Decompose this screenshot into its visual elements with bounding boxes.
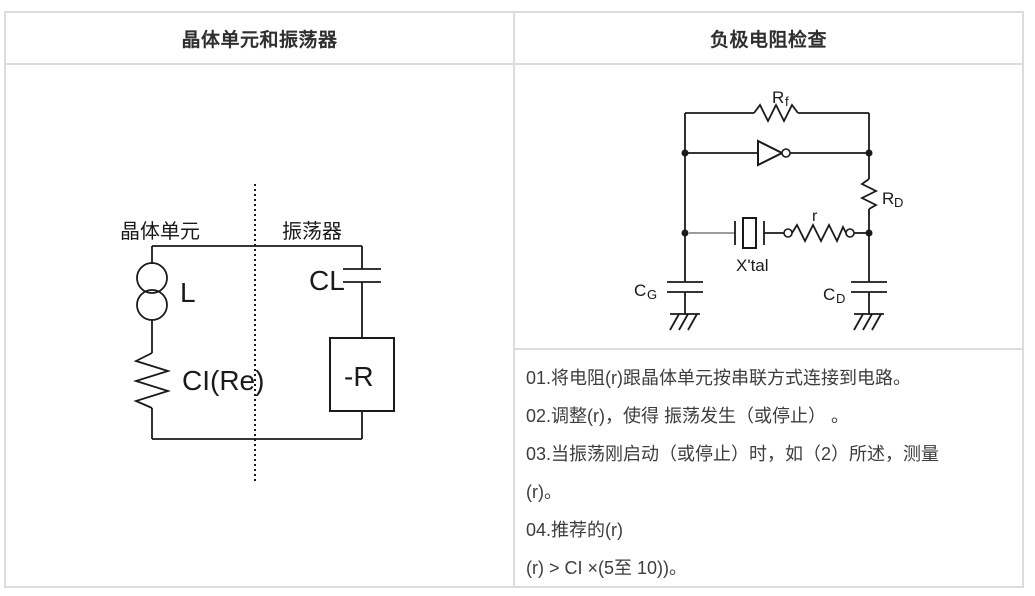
xtal-body — [742, 217, 757, 249]
rf-label-subscript: f — [785, 94, 789, 109]
label-oscillator: 振荡器 — [282, 220, 342, 243]
procedure-step-3-continued: (r)。 — [526, 482, 562, 502]
cg-ground-hatch-2 — [678, 313, 689, 331]
header-title-right: 负极电阻检查 — [709, 29, 827, 51]
procedure-step-2: 02.调整(r)，使得 振荡发生（或停止） 。 — [526, 406, 850, 426]
resistor-zigzag-ci-re — [132, 352, 172, 409]
r-terminal-right — [845, 228, 855, 238]
cd-label: C — [823, 285, 835, 304]
junction-dot-top-right — [865, 149, 873, 157]
rf-resistor-zigzag — [753, 102, 799, 124]
r-terminal-left — [783, 228, 793, 238]
header-cell-negative-resistance: 负极电阻检查 — [513, 13, 1022, 65]
inductor-label: L — [180, 277, 196, 308]
procedure-step-3: 03.当振荡刚启动（或停止）时，如（2）所述，测量 — [526, 444, 940, 464]
procedure-step-4: 04.推荐的(r) — [526, 520, 624, 540]
negative-resistance-diagram-cell: R f R D — [513, 65, 1022, 350]
cg-label: C — [634, 281, 646, 300]
cd-ground-hatch-1 — [853, 313, 864, 331]
rd-resistor-zigzag — [859, 178, 879, 210]
negative-resistance-label: -R — [344, 361, 374, 392]
r-resistor-zigzag — [791, 222, 847, 244]
inductor-coil-loop-1 — [136, 262, 168, 294]
cg-ground-hatch-3 — [687, 313, 698, 331]
inverter-output-bubble — [781, 148, 791, 158]
header-title-left: 晶体单元和振荡器 — [181, 29, 338, 51]
rd-label-subscript: D — [894, 195, 903, 210]
inductor-coil-loop-2 — [136, 289, 168, 321]
xtal-label: X'tal — [736, 256, 769, 275]
crystal-oscillator-circuit-diagram: 晶体单元 振荡器 L CI(Re) CL -R — [120, 184, 395, 484]
junction-dot-mid-right — [865, 229, 873, 237]
procedure-step-1: 01.将电阻(r)跟晶体单元按串联方式连接到电路。 — [526, 368, 912, 388]
rd-label: R — [882, 189, 894, 208]
junction-dot-top-left — [681, 149, 689, 157]
r-label: r — [812, 208, 818, 225]
cd-label-subscript: D — [836, 291, 845, 306]
spec-table: 晶体单元和振荡器 负极电阻检查 晶体单元 振荡器 L CI(Re) — [4, 11, 1024, 588]
cd-ground-hatch-3 — [871, 313, 882, 331]
negative-resistance-circuit-diagram: R f R D — [634, 88, 903, 331]
header-cell-crystal-oscillator: 晶体单元和振荡器 — [6, 13, 513, 65]
resistor-label: CI(Re) — [182, 365, 264, 396]
rf-label: R — [772, 88, 784, 107]
procedure-formula: (r) > CI ×(5至 10))。 — [526, 558, 688, 578]
label-crystal-unit: 晶体单元 — [120, 220, 200, 243]
cg-ground-hatch-1 — [669, 313, 680, 331]
cd-ground-hatch-2 — [862, 313, 873, 331]
cg-label-subscript: G — [647, 287, 657, 302]
procedure-text-cell: 01.将电阻(r)跟晶体单元按串联方式连接到电路。 02.调整(r)，使得 振荡… — [513, 350, 1022, 587]
negative-resistance-box — [329, 337, 395, 412]
crystal-oscillator-diagram-cell: 晶体单元 振荡器 L CI(Re) CL -R — [6, 65, 513, 587]
inverter-gate-triangle — [757, 139, 785, 167]
load-capacitance-label: CL — [309, 265, 345, 296]
junction-dot-mid-left — [681, 229, 689, 237]
